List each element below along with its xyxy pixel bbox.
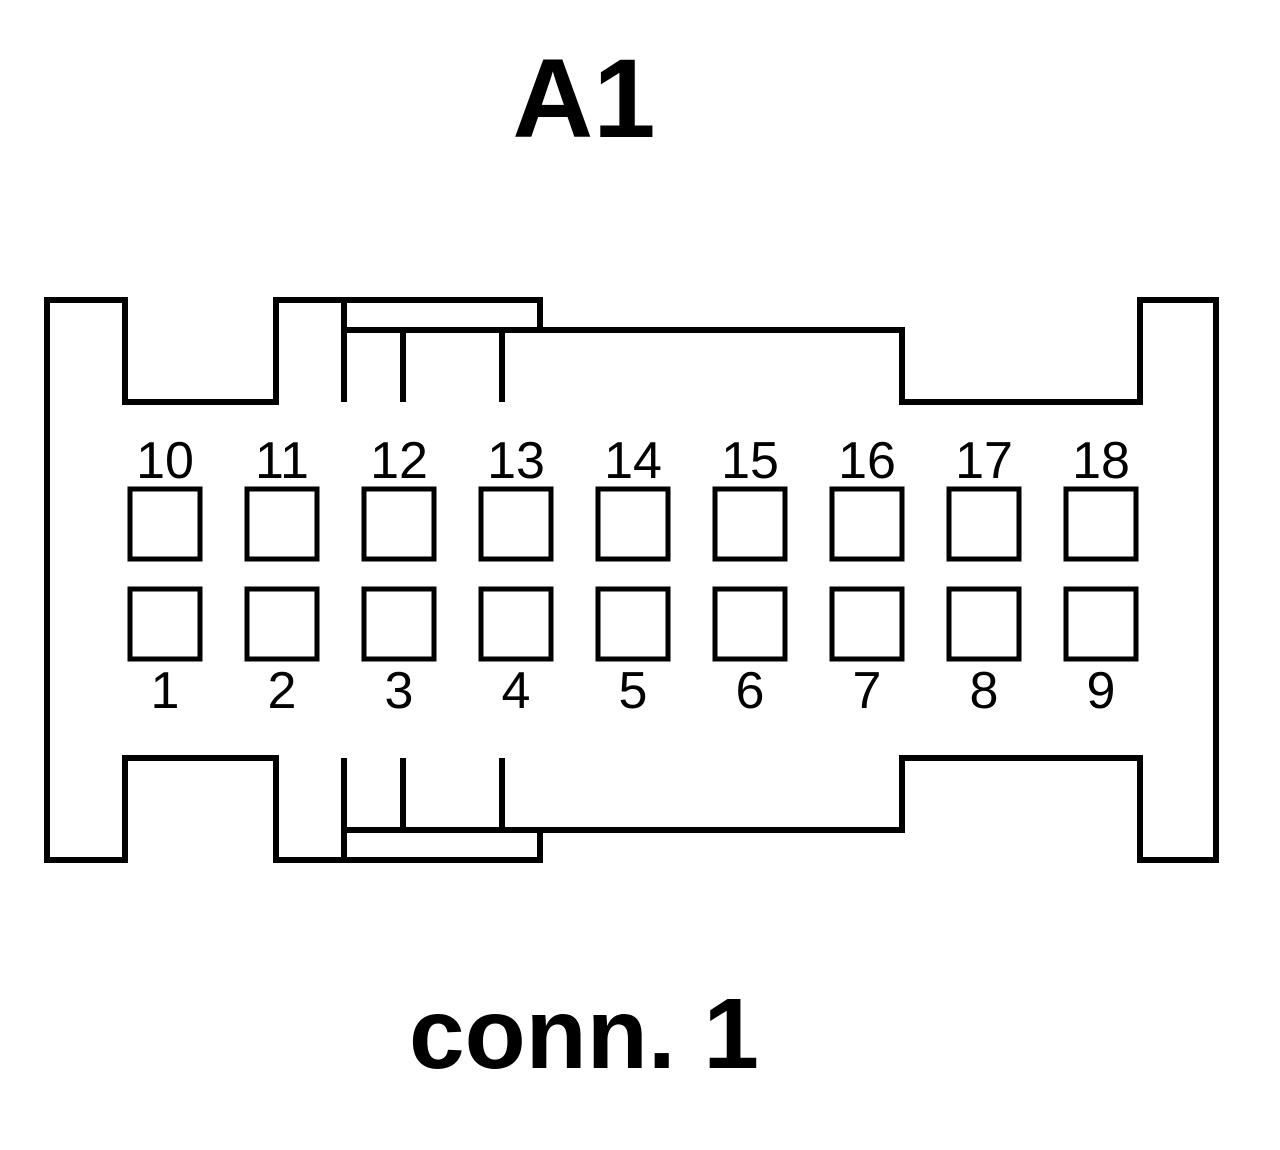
pin-number-label: 18	[1072, 432, 1130, 490]
connector-body-outline	[44, 297, 1219, 863]
pin-socket	[712, 586, 788, 662]
top-latch-details	[341, 300, 540, 402]
pin-number-label: 14	[604, 432, 662, 490]
pin-socket	[478, 586, 554, 662]
pin-socket	[127, 486, 203, 562]
pin-socket	[361, 486, 437, 562]
connector-caption: conn. 1	[409, 978, 759, 1090]
pin-number-label: 15	[721, 432, 779, 490]
pin-socket	[595, 486, 671, 562]
pin-number-label: 2	[268, 662, 297, 720]
pin-number-label: 17	[955, 432, 1013, 490]
pin-socket	[361, 586, 437, 662]
pin-number-label: 9	[1087, 662, 1116, 720]
pin-socket	[595, 586, 671, 662]
pin-socket	[1063, 586, 1139, 662]
pin-4: 4	[478, 586, 554, 720]
connector-title: A1	[512, 36, 655, 161]
pin-number-label: 6	[736, 662, 765, 720]
pin-socket	[829, 486, 905, 562]
pin-socket	[244, 486, 320, 562]
pin-11: 11	[244, 432, 320, 562]
pin-1: 1	[127, 586, 203, 720]
pin-number-label: 16	[838, 432, 896, 490]
pin-10: 10	[127, 432, 203, 562]
pin-number-label: 1	[151, 662, 180, 720]
pin-socket	[946, 486, 1022, 562]
pin-socket	[1063, 486, 1139, 562]
pin-number-label: 10	[136, 432, 194, 490]
pin-number-label: 11	[255, 432, 309, 490]
pin-socket	[478, 486, 554, 562]
pin-number-label: 12	[370, 432, 428, 490]
pin-9: 9	[1063, 586, 1139, 720]
bottom-latch-details	[341, 758, 540, 860]
pin-5: 5	[595, 586, 671, 720]
pin-socket	[244, 586, 320, 662]
pin-number-label: 8	[970, 662, 999, 720]
pin-8: 8	[946, 586, 1022, 720]
pin-socket	[946, 586, 1022, 662]
pin-14: 14	[595, 432, 671, 562]
pin-18: 18	[1063, 432, 1139, 562]
pin-6: 6	[712, 586, 788, 720]
pin-number-label: 5	[619, 662, 648, 720]
pin-3: 3	[361, 586, 437, 720]
pin-15: 15	[712, 432, 788, 562]
pin-number-label: 13	[487, 432, 545, 490]
pin-17: 17	[946, 432, 1022, 562]
pin-number-label: 7	[853, 662, 882, 720]
pin-13: 13	[478, 432, 554, 562]
pin-socket	[712, 486, 788, 562]
pin-number-label: 4	[502, 662, 531, 720]
pin-socket	[127, 586, 203, 662]
pin-number-label: 3	[385, 662, 414, 720]
pin-7: 7	[829, 586, 905, 720]
pin-socket	[829, 586, 905, 662]
pin-16: 16	[829, 432, 905, 562]
pin-2: 2	[244, 586, 320, 720]
pin-12: 12	[361, 432, 437, 562]
